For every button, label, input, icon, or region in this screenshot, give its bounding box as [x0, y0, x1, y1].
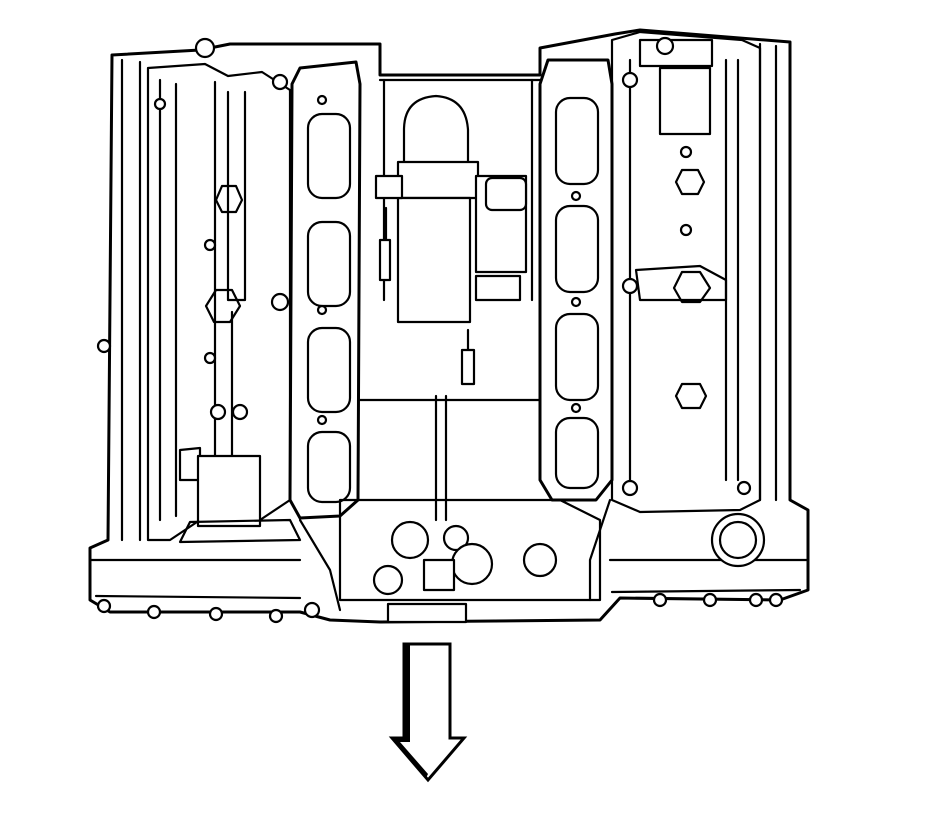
block-rail-bolts: [96, 592, 784, 624]
right-cylinder-head: [610, 30, 766, 568]
front-cover-area: [298, 498, 612, 624]
down-arrow-icon: [388, 642, 468, 783]
right-manifold-gasket: [538, 58, 614, 502]
left-manifold-gasket: [288, 60, 362, 520]
left-cylinder-head: [96, 37, 302, 544]
valley-components: [358, 78, 542, 522]
